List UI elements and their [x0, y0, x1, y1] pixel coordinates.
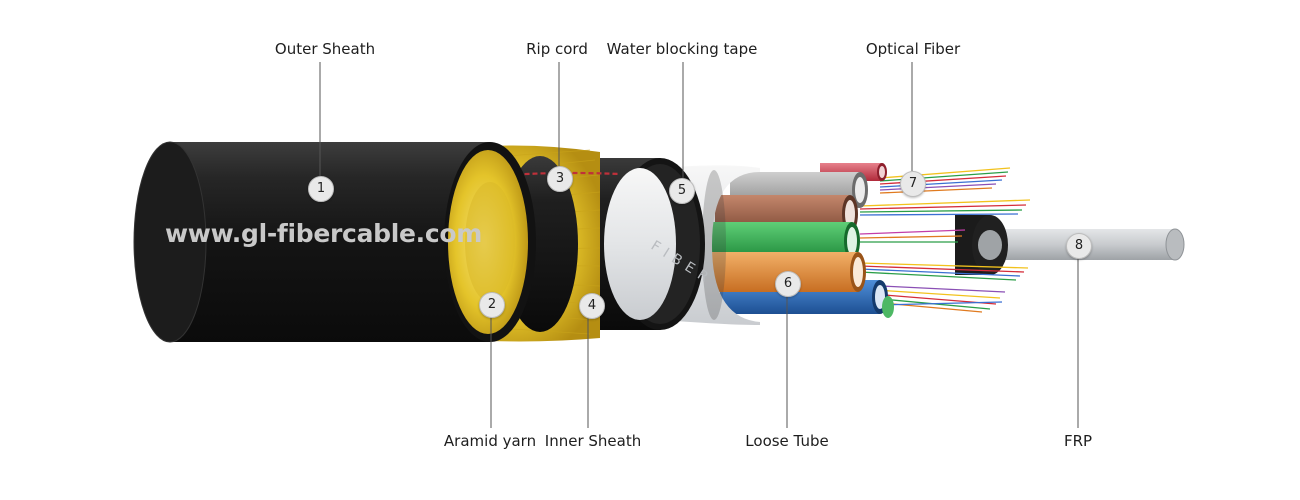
label-aramid-yarn: Aramid yarn — [443, 432, 537, 450]
label-rip-cord: Rip cord — [526, 40, 588, 58]
leader-lines — [319, 62, 1079, 428]
label-outer-sheath: Outer Sheath — [274, 40, 376, 58]
marker-inner-sheath: 4 — [579, 293, 605, 319]
marker-outer-sheath: 1 — [308, 176, 334, 202]
label-loose-tube: Loose Tube — [745, 432, 829, 450]
marker-frp: 8 — [1066, 233, 1092, 259]
label-frp: FRP — [1063, 432, 1093, 450]
watermark-text: www.gl-fibercable.com — [165, 219, 483, 248]
marker-rip-cord: 3 — [547, 166, 573, 192]
label-optical-fiber: Optical Fiber — [865, 40, 961, 58]
outer-sheath — [133, 141, 536, 343]
marker-water-blocking-tape: 5 — [669, 178, 695, 204]
core-holder — [955, 215, 1008, 275]
loose-tubes — [710, 163, 894, 318]
marker-optical-fiber: 7 — [900, 171, 926, 197]
marker-aramid-yarn: 2 — [479, 292, 505, 318]
label-inner-sheath: Inner Sheath — [544, 432, 642, 450]
marker-loose-tube: 6 — [775, 271, 801, 297]
label-water-blocking-tape: Water blocking tape — [606, 40, 758, 58]
